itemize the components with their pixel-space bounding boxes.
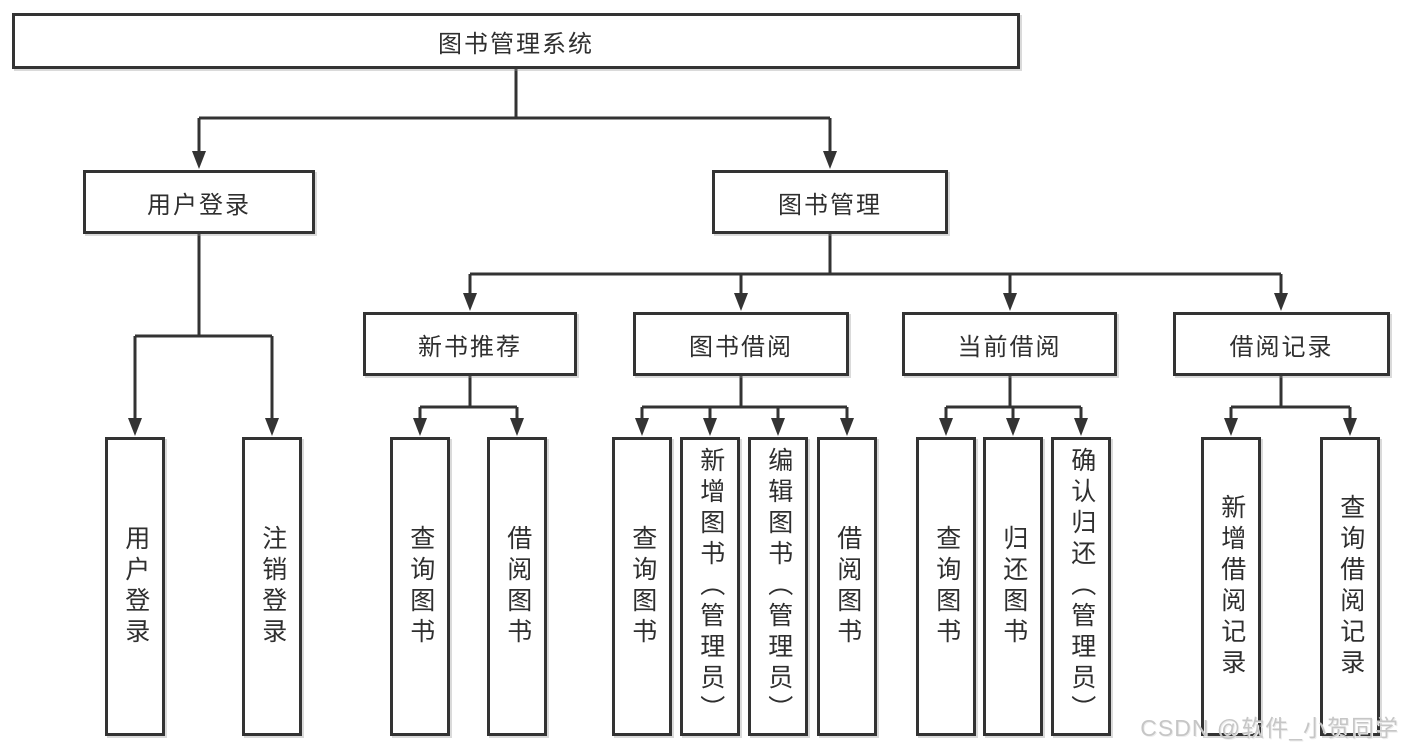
- arrowhead: [703, 418, 717, 436]
- node-root: 图书管理系统: [12, 13, 1020, 69]
- arrowhead: [939, 418, 953, 436]
- leaf-bb-add-books-admin: 新增图书（管理员）: [680, 437, 740, 736]
- leaf-cb-confirm-return-admin: 确认归还（管理员）: [1051, 437, 1111, 736]
- node-book-borrow: 图书借阅: [633, 312, 849, 376]
- connector-new-book-branch: [418, 376, 519, 421]
- arrowhead: [463, 293, 477, 311]
- connector-current-borrow-branch: [944, 376, 1083, 421]
- arrowhead: [1006, 418, 1020, 436]
- leaf-bb-edit-books-admin: 编辑图书（管理员）: [748, 437, 808, 736]
- connector-user-login-branch: [133, 234, 274, 421]
- node-new-book-recommend: 新书推荐: [363, 312, 577, 376]
- node-borrow-record: 借阅记录: [1173, 312, 1390, 376]
- arrowhead: [823, 151, 837, 169]
- arrowhead: [635, 418, 649, 436]
- leaf-br-query-record: 查询借阅记录: [1320, 437, 1380, 736]
- arrowhead: [1274, 293, 1288, 311]
- leaf-bb-query-books: 查询图书: [612, 437, 672, 736]
- leaf-logout: 注销登录: [242, 437, 302, 736]
- leaf-bb-borrow-books: 借阅图书: [817, 437, 877, 736]
- node-user-login: 用户登录: [83, 170, 315, 234]
- connector-borrow-record-branch: [1229, 376, 1352, 421]
- arrowhead: [1074, 418, 1088, 436]
- arrowhead: [192, 151, 206, 169]
- node-current-borrow: 当前借阅: [902, 312, 1117, 376]
- leaf-br-add-record: 新增借阅记录: [1201, 437, 1261, 736]
- arrowhead: [413, 418, 427, 436]
- arrowhead: [1224, 418, 1238, 436]
- leaf-cb-return-books: 归还图书: [983, 437, 1043, 736]
- arrowhead: [1343, 418, 1357, 436]
- csdn-watermark: CSDN @软件_小贺同学: [1140, 715, 1399, 741]
- arrowhead: [1003, 293, 1017, 311]
- leaf-nb-query-books: 查询图书: [390, 437, 450, 736]
- arrowhead: [734, 293, 748, 311]
- connector-book-management-branch: [468, 234, 1283, 297]
- leaf-cb-query-books: 查询图书: [916, 437, 976, 736]
- arrowhead: [265, 418, 279, 436]
- leaf-nb-borrow-books: 借阅图书: [487, 437, 547, 736]
- arrowhead: [840, 418, 854, 436]
- leaf-user-login: 用户登录: [105, 437, 165, 736]
- arrowhead: [771, 418, 785, 436]
- connector-root-to-level2: [197, 69, 832, 153]
- connector-book-borrow-branch: [640, 376, 849, 421]
- arrowhead: [128, 418, 142, 436]
- arrowhead: [510, 418, 524, 436]
- node-book-management: 图书管理: [712, 170, 948, 234]
